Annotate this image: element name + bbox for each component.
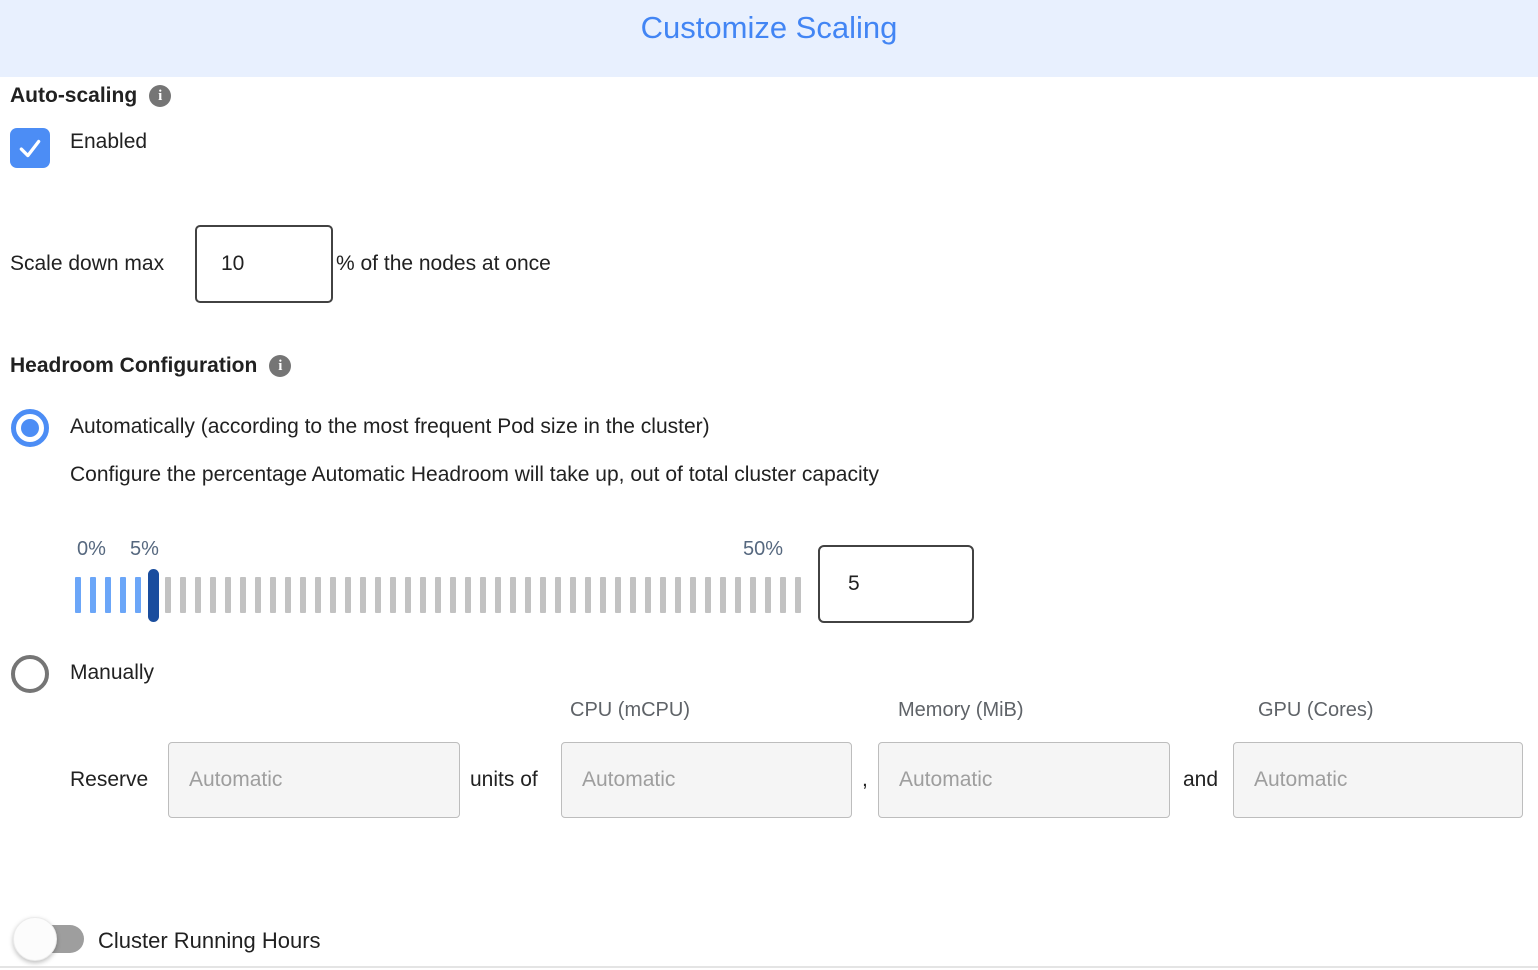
slider-tick: [315, 577, 321, 613]
slider-tick: [480, 577, 486, 613]
headroom-automatic-radio[interactable]: [11, 409, 49, 447]
headroom-automatic-description: Configure the percentage Automatic Headr…: [70, 463, 879, 486]
headroom-manually-radio[interactable]: [11, 655, 49, 693]
slider-tick: [345, 577, 351, 613]
slider-current-label: 5%: [130, 538, 159, 560]
radio-dot: [21, 419, 39, 437]
column-header-memory: Memory (MiB): [898, 699, 1024, 721]
slider-tick: [615, 577, 621, 613]
headroom-label: Headroom Configuration: [10, 354, 258, 377]
slider-tick: [285, 577, 291, 613]
units-of-label: units of: [470, 768, 538, 791]
slider-tick: [90, 577, 96, 613]
slider-tick: [690, 577, 696, 613]
slider-tick: [105, 577, 111, 613]
comma-label: ,: [862, 768, 868, 791]
reserve-label: Reserve: [70, 768, 149, 791]
slider-tick: [705, 577, 711, 613]
slider-tick: [375, 577, 381, 613]
slider-tick: [765, 577, 771, 613]
slider-min-label: 0%: [77, 538, 106, 560]
slider-tick: [195, 577, 201, 613]
slider-tick: [360, 577, 366, 613]
reserve-gpu-input[interactable]: [1233, 742, 1523, 818]
headroom-percentage-slider[interactable]: 0% 5% 50%: [75, 538, 805, 624]
slider-tick: [255, 577, 261, 613]
slider-tick: [645, 577, 651, 613]
slider-tick: [330, 577, 336, 613]
reserve-units-input[interactable]: [168, 742, 460, 818]
slider-tick: [510, 577, 516, 613]
slider-tick: [540, 577, 546, 613]
slider-tick: [495, 577, 501, 613]
reserve-memory-input[interactable]: [878, 742, 1170, 818]
slider-tick: [210, 577, 216, 613]
cluster-running-hours-label: Cluster Running Hours: [98, 928, 321, 953]
scale-down-max-suffix: % of the nodes at once: [336, 252, 551, 275]
headroom-manually-label: Manually: [70, 661, 155, 684]
slider-tick: [630, 577, 636, 613]
auto-scaling-label: Auto-scaling: [10, 84, 138, 107]
slider-tick: [165, 577, 171, 613]
slider-tick: [585, 577, 591, 613]
slider-tick: [450, 577, 456, 613]
info-icon[interactable]: [149, 85, 172, 107]
slider-tick: [240, 577, 246, 613]
slider-tick: [675, 577, 681, 613]
bottom-divider: [0, 966, 1538, 968]
slider-tick: [390, 577, 396, 613]
slider-thumb[interactable]: [148, 569, 159, 622]
cluster-running-hours-toggle[interactable]: [6, 914, 96, 964]
reserve-cpu-input[interactable]: [561, 742, 852, 818]
column-header-cpu: CPU (mCPU): [570, 699, 690, 721]
slider-tick: [555, 577, 561, 613]
slider-tick: [465, 577, 471, 613]
toggle-knob: [13, 917, 57, 961]
slider-tick: [750, 577, 756, 613]
auto-scaling-enabled-checkbox[interactable]: [10, 128, 50, 168]
headroom-percentage-input[interactable]: [818, 545, 974, 623]
slider-tick: [300, 577, 306, 613]
enabled-label: Enabled: [70, 130, 148, 153]
slider-tick: [660, 577, 666, 613]
slider-max-label: 50%: [743, 538, 784, 560]
and-label: and: [1183, 768, 1219, 791]
slider-tick: [270, 577, 276, 613]
slider-tick: [120, 577, 126, 613]
slider-tick: [795, 577, 801, 613]
slider-tick: [435, 577, 441, 613]
info-icon[interactable]: [269, 355, 292, 377]
slider-tick: [405, 577, 411, 613]
headroom-section-label: Headroom Configuration: [10, 354, 292, 378]
slider-tick: [180, 577, 186, 613]
checkmark-icon: [19, 139, 41, 158]
dialog-header: Customize Scaling: [0, 0, 1538, 77]
column-header-gpu: GPU (Cores): [1258, 699, 1374, 721]
slider-tick: [720, 577, 726, 613]
slider-tick: [75, 577, 81, 613]
scale-down-max-label: Scale down max: [10, 252, 165, 275]
slider-tick: [420, 577, 426, 613]
auto-scaling-section-label: Auto-scaling: [10, 84, 172, 108]
slider-tick: [600, 577, 606, 613]
slider-tick: [570, 577, 576, 613]
dialog-title: Customize Scaling: [640, 10, 898, 45]
slider-tick: [780, 577, 786, 613]
scale-down-max-input[interactable]: [195, 225, 333, 303]
headroom-automatic-label: Automatically (according to the most fre…: [70, 415, 710, 438]
slider-tick: [735, 577, 741, 613]
slider-tick: [525, 577, 531, 613]
slider-tick: [135, 577, 141, 613]
slider-tick: [225, 577, 231, 613]
